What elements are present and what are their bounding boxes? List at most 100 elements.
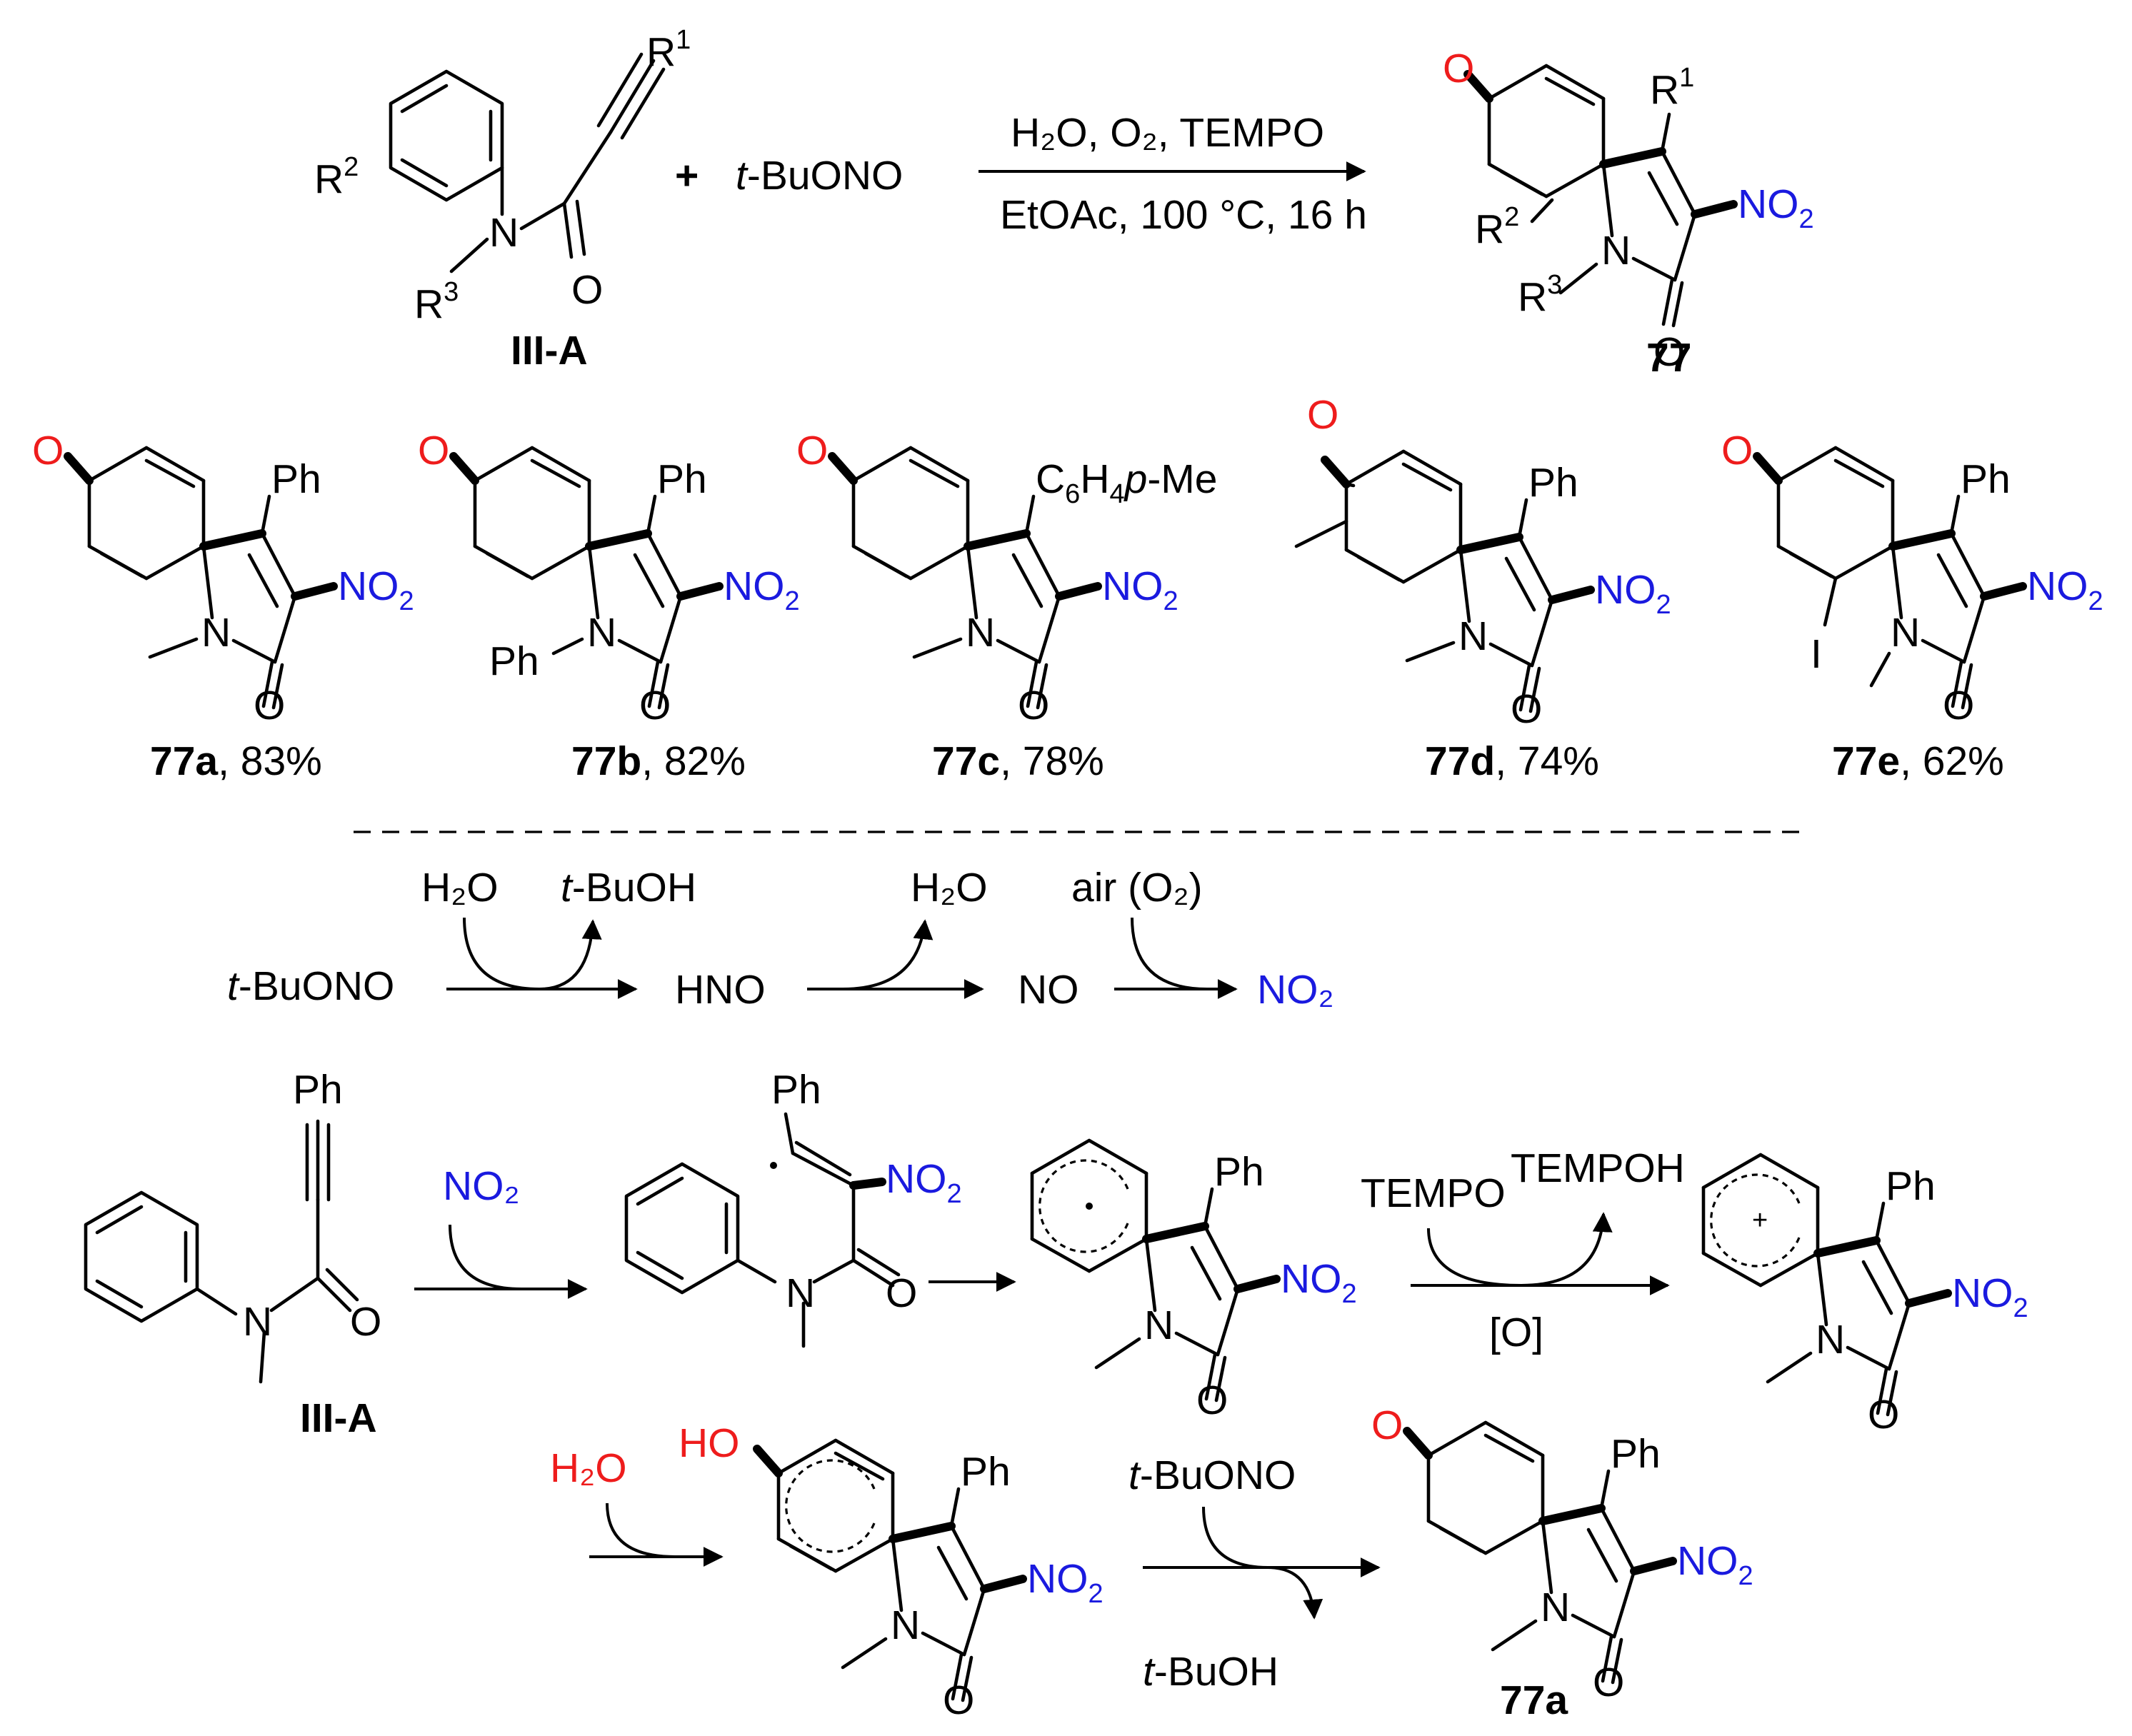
atom-o: O bbox=[796, 428, 828, 473]
atom-o: O bbox=[1196, 1378, 1228, 1423]
general-reaction: N O R1 R2 R3 III-A + t-BuONO H₂O, O₂, TE… bbox=[314, 25, 1814, 381]
atom-o: O bbox=[886, 1270, 917, 1316]
tempo: TEMPO bbox=[1361, 1170, 1506, 1216]
atom-n: N bbox=[1144, 1303, 1173, 1348]
ph-label: Ph bbox=[1886, 1163, 1936, 1209]
nitro-group: NO2 bbox=[1738, 181, 1814, 234]
atom-o: O bbox=[254, 683, 285, 728]
r1-label: R1 bbox=[1650, 63, 1694, 113]
no: NO bbox=[1018, 967, 1079, 1013]
no2-reagent: NO₂ bbox=[443, 1163, 520, 1209]
methyl-substituent bbox=[1344, 482, 1356, 488]
reagent-tbuono: t-BuONO bbox=[736, 153, 903, 199]
nitro-group: NO2 bbox=[1281, 1256, 1357, 1309]
conditions-bottom: EtOAc, 100 °C, 16 h bbox=[1000, 192, 1367, 238]
atom-o: O bbox=[1721, 428, 1753, 473]
water-nucleophile: H₂O bbox=[550, 1445, 627, 1491]
tbuono-reagent: t-BuONO bbox=[1128, 1452, 1296, 1498]
atom-o: O bbox=[571, 267, 603, 313]
hydroxy-intermediate: HO Ph N O NO2 bbox=[679, 1420, 1103, 1723]
nitro-group: NO2 bbox=[886, 1156, 962, 1209]
compound-label: 77e, 62% bbox=[1832, 738, 2004, 784]
compound-label: 77c, 78% bbox=[932, 738, 1104, 784]
mechanism-substrate: Ph N O III-A bbox=[86, 1067, 381, 1441]
atom-o: O bbox=[418, 428, 449, 473]
atom-n: N bbox=[891, 1602, 920, 1648]
atom-n: N bbox=[1891, 610, 1920, 656]
oxidant: [O] bbox=[1489, 1310, 1543, 1355]
r2-label: R2 bbox=[314, 152, 359, 202]
atom-o: O bbox=[1868, 1392, 1899, 1438]
nitro-group: NO2 bbox=[1952, 1270, 2028, 1323]
tbuoh-out: t-BuOH bbox=[561, 865, 696, 910]
r1-label: R1 bbox=[646, 25, 691, 75]
aryl-substituent: C6H4p-Me bbox=[1036, 456, 1218, 509]
example-77e: O Ph I N O NO2 77e, 62% bbox=[1721, 428, 2103, 784]
ph-substituent: Ph bbox=[271, 456, 321, 502]
nitro-group: NO2 bbox=[2027, 563, 2103, 616]
no2-generation-pathway: t-BuONO H₂O t-BuOH HNO H₂O NO air (O₂) N… bbox=[227, 865, 1334, 1013]
atom-o: O bbox=[1653, 329, 1685, 375]
atom-n: N bbox=[489, 210, 519, 256]
ph-label: Ph bbox=[293, 1067, 343, 1113]
atom-o: O bbox=[1593, 1660, 1624, 1705]
atom-o: O bbox=[1943, 683, 1974, 728]
nitro-group: NO2 bbox=[1102, 563, 1178, 616]
example-77b: O Ph N Ph O NO2 77b, 82% bbox=[418, 428, 800, 784]
substrate-label: III-A bbox=[300, 1395, 377, 1441]
atom-o: O bbox=[32, 428, 64, 473]
r2-label: R2 bbox=[1475, 202, 1519, 252]
plus-sign: + bbox=[675, 153, 699, 199]
start-tbuono: t-BuONO bbox=[227, 963, 394, 1009]
atom-n: N bbox=[1601, 228, 1631, 274]
atom-n: N bbox=[786, 1270, 815, 1316]
atom-o: O bbox=[1307, 392, 1338, 438]
r3-label: R3 bbox=[1518, 270, 1562, 320]
spiro-radical-intermediate: Ph N O NO2 bbox=[1032, 1140, 1357, 1423]
ph-label: Ph bbox=[1611, 1431, 1661, 1477]
final-product-77a: O Ph N O NO2 77a bbox=[1371, 1403, 1753, 1723]
spiro-cation-intermediate: + Ph N O NO2 bbox=[1703, 1155, 2028, 1438]
water-out: H₂O bbox=[911, 865, 988, 910]
final-label: 77a bbox=[1500, 1677, 1568, 1723]
product-label: 77 bbox=[1646, 335, 1691, 381]
ph-substituent: Ph bbox=[657, 456, 707, 502]
r3-label: R3 bbox=[414, 277, 459, 327]
plus-charge: + bbox=[1752, 1205, 1768, 1235]
atom-n: N bbox=[1816, 1317, 1845, 1363]
ph-label: Ph bbox=[771, 1067, 821, 1113]
air-oxygen: air (O₂) bbox=[1071, 865, 1203, 910]
water-in: H₂O bbox=[421, 865, 499, 910]
atom-o: O bbox=[1443, 46, 1474, 91]
compound-label: 77d, 74% bbox=[1425, 738, 1599, 784]
atom-n: N bbox=[1458, 613, 1488, 659]
nitro-group: NO2 bbox=[1677, 1538, 1753, 1591]
tempoh: TEMPOH bbox=[1511, 1145, 1685, 1191]
product-77: O R1 N O NO2 R2 R3 77 bbox=[1443, 46, 1814, 381]
compound-label: 77a, 83% bbox=[150, 738, 322, 784]
n-phenyl: Ph bbox=[489, 638, 539, 684]
example-77d: O Ph N O NO2 77d, 74% bbox=[1294, 392, 1671, 784]
atom-n: N bbox=[243, 1299, 272, 1345]
atom-n: N bbox=[201, 610, 231, 656]
hydroxyl-group: HO bbox=[679, 1420, 740, 1466]
nitro-group: NO2 bbox=[338, 563, 414, 616]
iodo-substituent: I bbox=[1811, 631, 1822, 677]
ph-label: Ph bbox=[961, 1449, 1011, 1495]
atom-o: O bbox=[1511, 686, 1542, 732]
nitro-group: NO2 bbox=[724, 563, 800, 616]
tbuoh-byproduct: t-BuOH bbox=[1143, 1649, 1278, 1695]
substrate-label: III-A bbox=[511, 328, 588, 373]
substrate-iii-a: N O R1 R2 R3 III-A bbox=[314, 25, 691, 373]
hno: HNO bbox=[675, 967, 766, 1013]
atom-o: O bbox=[639, 683, 671, 728]
compound-label: 77b, 82% bbox=[571, 738, 746, 784]
atom-o: O bbox=[350, 1299, 381, 1345]
atom-o: O bbox=[1371, 1403, 1403, 1448]
conditions-top: H₂O, O₂, TEMPO bbox=[1011, 110, 1324, 156]
atom-n: N bbox=[966, 610, 995, 656]
ph-substituent: Ph bbox=[1961, 456, 2011, 502]
atom-n: N bbox=[587, 610, 616, 656]
vinyl-radical-intermediate: Ph NO2 N O bbox=[626, 1067, 962, 1348]
